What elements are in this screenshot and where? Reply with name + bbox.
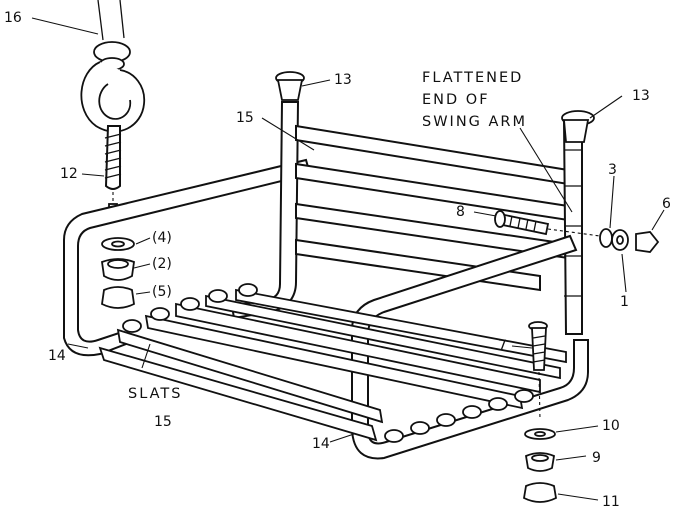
caption-slats: SLATS <box>128 386 182 402</box>
leader-lines <box>31 17 665 501</box>
caption-flattened-line3: SWING ARM <box>422 114 527 130</box>
callout-8: 8 <box>456 204 465 220</box>
callout-5: (5) <box>152 284 172 300</box>
callout-9: 9 <box>592 450 601 466</box>
callout-6: 6 <box>662 196 671 212</box>
bolt-8-assembly <box>494 210 660 253</box>
caption-labels: FLATTENED END OF SWING ARM SLATS <box>128 70 527 402</box>
caption-flattened-line1: FLATTENED <box>422 70 523 86</box>
swing-seat-frame <box>63 101 589 460</box>
bolt-7-assembly <box>523 321 557 503</box>
top-caps <box>275 71 595 143</box>
callout-labels: 16 12 13 13 15 8 3 6 1 (4) (2) (5) 7 14 … <box>4 10 671 510</box>
callout-15-bottom: 15 <box>154 414 172 430</box>
callout-14-bottom: 14 <box>312 436 330 452</box>
callout-3: 3 <box>608 162 617 178</box>
callout-13-left: 13 <box>334 72 352 88</box>
callout-14-left: 14 <box>48 348 66 364</box>
callout-7: 7 <box>498 338 507 354</box>
callout-12: 12 <box>60 166 78 182</box>
callout-4: (4) <box>152 230 172 246</box>
callout-10: 10 <box>602 418 620 434</box>
callout-1: 1 <box>620 294 629 310</box>
callout-13-right: 13 <box>632 88 650 104</box>
callout-2: (2) <box>152 256 172 272</box>
callout-11: 11 <box>602 494 620 510</box>
callout-16: 16 <box>4 10 22 26</box>
slat-ends <box>122 283 534 443</box>
left-hardware-stack <box>101 237 135 309</box>
chain-and-eye-bolt <box>80 0 146 216</box>
caption-flattened-line2: END OF <box>422 92 490 108</box>
callout-15-top: 15 <box>236 110 254 126</box>
